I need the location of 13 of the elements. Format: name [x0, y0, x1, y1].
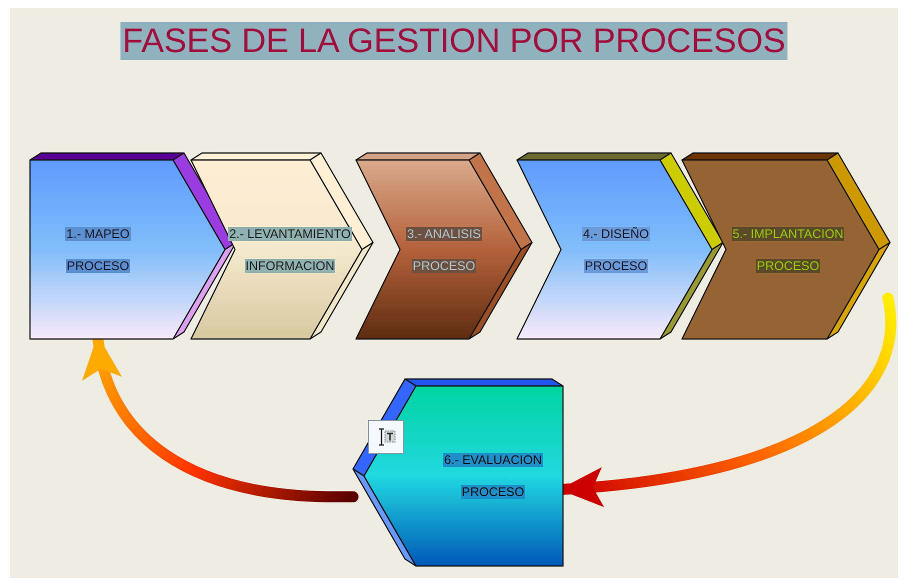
phase-label: 3.- ANALISIS	[406, 226, 482, 240]
phase-label: PROCESO	[584, 258, 648, 272]
phase-label: 5.- IMPLANTACION	[732, 226, 844, 240]
title: FASES DE LA GESTION POR PROCESOS	[120, 22, 788, 60]
phase-label: 2.- LEVANTAMIENTO	[228, 226, 352, 240]
phase-label: PROCESO	[66, 258, 130, 272]
phase-label: PROCESO	[756, 258, 820, 272]
phase-label: PROCESO	[460, 485, 526, 499]
phase-label: PROCESO	[412, 258, 476, 272]
phase-label: 4.- DISEÑO	[582, 226, 650, 240]
phase-label: 6.- EVALUACION	[443, 453, 543, 467]
phase-label: INFORMACION	[244, 258, 336, 272]
phase-label: 1.- MAPEO	[65, 226, 131, 240]
